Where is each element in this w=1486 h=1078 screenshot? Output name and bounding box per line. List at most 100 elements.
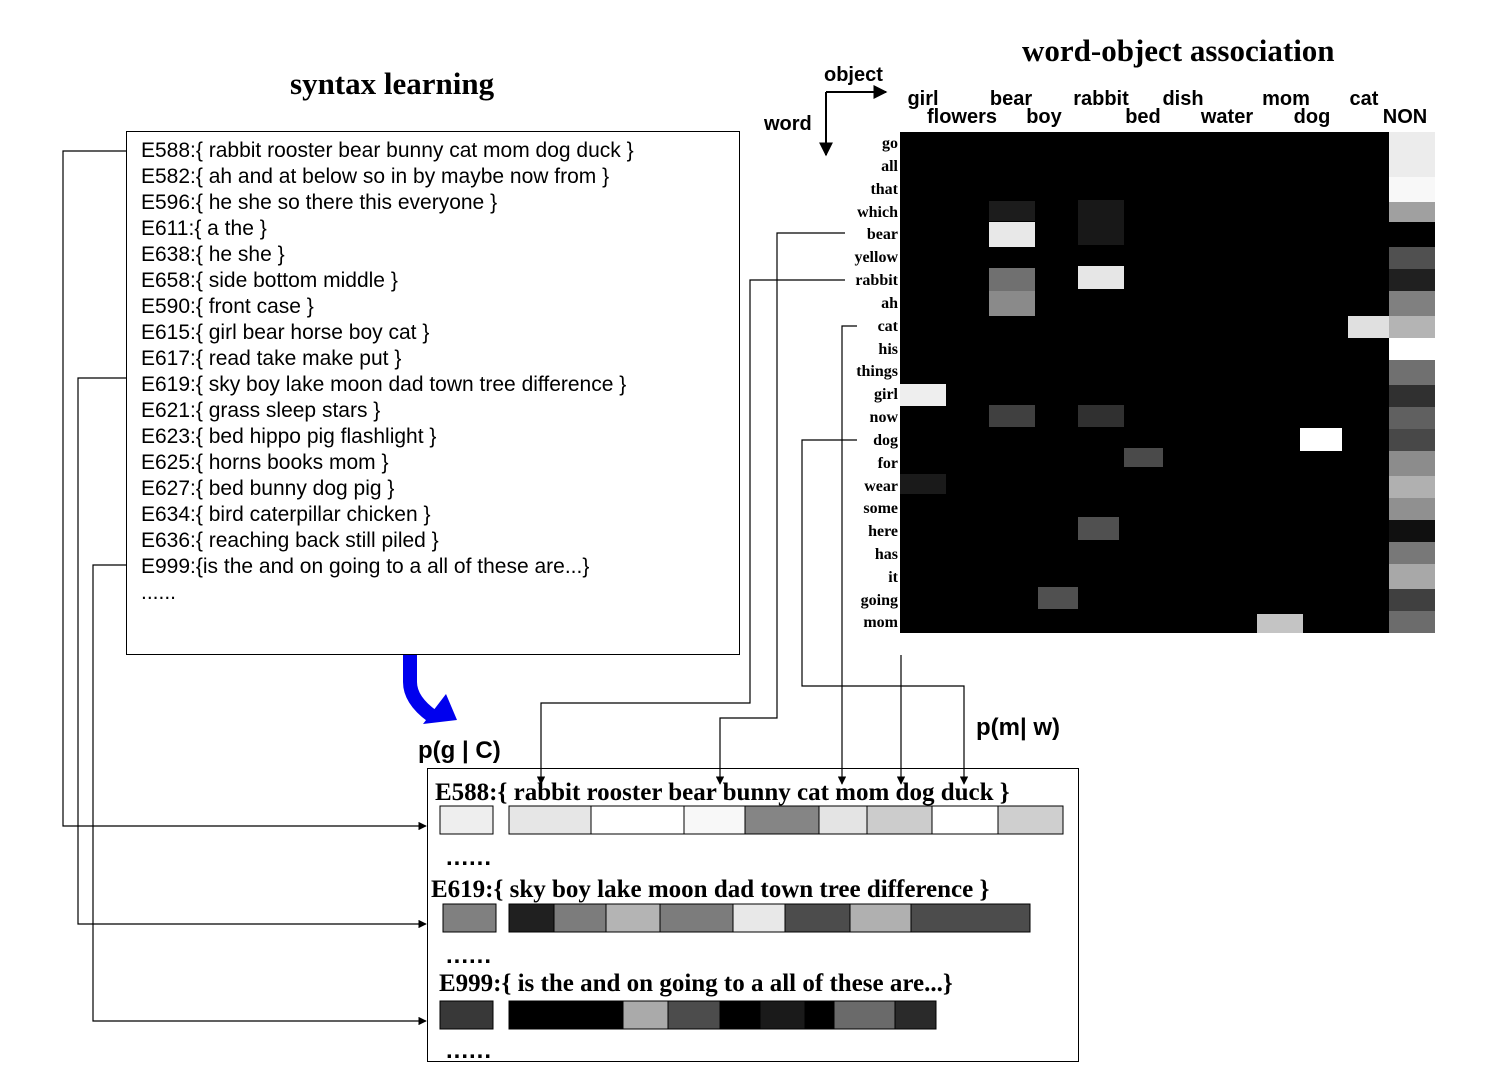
heatmap-cell (1078, 517, 1119, 540)
heatmap-cell (1389, 564, 1435, 589)
cluster-probability-bar (442, 903, 497, 933)
word-probability-bar (508, 1000, 624, 1030)
heatmap-cell (900, 384, 946, 406)
word-label-all: all (881, 158, 898, 175)
object-label-bear: bear (989, 88, 1033, 110)
word-probability-bar (931, 805, 999, 835)
word-axis-label: word (764, 113, 812, 135)
heatmap-cell (1389, 589, 1435, 611)
heatmap-cell (1124, 448, 1163, 467)
heatmap-cell (989, 405, 1035, 427)
cluster-list-box: E588:{ rabbit rooster bear bunny cat mom… (126, 131, 740, 655)
heatmap-cell (1389, 385, 1435, 407)
heatmap-cell (989, 201, 1035, 221)
heatmap-cell (1389, 132, 1435, 177)
word-probability-bar (849, 903, 912, 933)
word-label-which: which (857, 204, 898, 221)
object-label-water: water (1200, 106, 1254, 128)
word-object-heatmap (900, 132, 1435, 633)
formula-p-g-given-c: p(g | C) (418, 737, 501, 764)
word-label-going: going (860, 592, 898, 609)
cluster-line: ...... (141, 581, 177, 604)
cluster-line: E596:{ he she so there this everyone } (141, 191, 498, 214)
heatmap-cell (1389, 222, 1435, 247)
object-label-boy: boy (1026, 106, 1062, 128)
heatmap-cell (1078, 266, 1124, 289)
blue-flow-arrow-head (423, 694, 457, 724)
word-probability-bar (667, 1000, 721, 1030)
heatmap-cell (1300, 428, 1342, 451)
heatmap-cell (1389, 498, 1435, 520)
cluster-line: E615:{ girl bear horse boy cat } (141, 321, 430, 344)
word-probability-bar (910, 903, 1031, 933)
word-probability-bar (719, 1000, 761, 1030)
word-probability-bar (508, 903, 555, 933)
object-label-mom: mom (1262, 88, 1310, 110)
heatmap-cell (1389, 291, 1435, 316)
cluster-probability-bar (439, 1000, 494, 1030)
result-bars (439, 805, 1064, 1030)
word-label-dog: dog (873, 432, 898, 449)
object-label-dog: dog (1293, 106, 1331, 128)
cluster-line: E999:{is the and on going to a all of th… (141, 555, 590, 578)
cluster-line: E658:{ side bottom middle } (141, 269, 398, 292)
word-label-girl: girl (874, 386, 898, 403)
word-label-things: things (856, 363, 898, 380)
cluster-line: E588:{ rabbit rooster bear bunny cat mom… (141, 139, 634, 162)
cluster-line: E634:{ bird caterpillar chicken } (141, 503, 431, 526)
word-probability-bar (866, 805, 933, 835)
word-label-go: go (882, 135, 898, 152)
heatmap-cell (1078, 405, 1124, 427)
object-axis-label: object (824, 64, 883, 86)
word-label-it: it (888, 569, 898, 586)
ellipsis: ...... (446, 942, 493, 969)
heatmap-cell (1038, 587, 1078, 609)
word-connectors (536, 232, 969, 785)
word-label-for: for (877, 455, 898, 472)
word-probability-bar (622, 1000, 669, 1030)
result-line-e999: E999:{ is the and on going to a all of t… (439, 970, 953, 997)
heatmap-cell (1389, 542, 1435, 564)
word-probability-bar (784, 903, 851, 933)
ellipsis: ...... (446, 1037, 493, 1064)
object-label-non: NON (1382, 106, 1428, 128)
cluster-line: E590:{ front case } (141, 295, 314, 318)
heatmap-cell (1389, 202, 1435, 222)
heatmap-cell (989, 222, 1035, 247)
cluster-line: E582:{ ah and at below so in by maybe no… (141, 165, 610, 188)
word-label-rabbit: rabbit (855, 272, 898, 289)
syntax-learning-title: syntax learning (290, 66, 495, 101)
cluster-line: E627:{ bed bunny dog pig } (141, 477, 395, 500)
word-label-that: that (870, 181, 898, 198)
heatmap-cell (1389, 360, 1435, 385)
word-probability-bar (744, 805, 820, 835)
cluster-line: E619:{ sky boy lake moon dad town tree d… (141, 373, 627, 396)
word-label-bear: bear (866, 226, 898, 243)
word-label-cat: cat (877, 318, 898, 335)
cluster-line: E623:{ bed hippo pig flashlight } (141, 425, 437, 448)
word-label-yellow: yellow (854, 249, 898, 266)
heatmap-cell (1389, 338, 1435, 360)
word-probability-bar (508, 805, 592, 835)
cluster-line: E611:{ a the } (141, 217, 267, 240)
word-probability-bar (732, 903, 786, 933)
word-probability-bar (553, 903, 607, 933)
object-label-girl: girl (907, 88, 939, 110)
word-object-association-title: word-object association (1022, 33, 1335, 68)
cluster-line: E617:{ read take make put } (141, 347, 402, 370)
result-line-e619: E619:{ sky boy lake moon dad town tree d… (431, 876, 990, 903)
word-probability-bar (759, 1000, 806, 1030)
heatmap-cell (1389, 520, 1435, 542)
cluster-line: E638:{ he she } (141, 243, 285, 266)
word-label-ah: ah (881, 295, 898, 312)
cluster-probability-bar (439, 805, 494, 835)
word-probability-bar (804, 1000, 835, 1030)
word-label-has: has (874, 546, 898, 563)
word-probability-bar (605, 903, 661, 933)
word-label-here: here (868, 523, 898, 540)
word-probability-bar (659, 903, 734, 933)
heatmap-cell (1257, 614, 1303, 633)
word-probability-bar (590, 805, 685, 835)
word-probability-bar (997, 805, 1064, 835)
